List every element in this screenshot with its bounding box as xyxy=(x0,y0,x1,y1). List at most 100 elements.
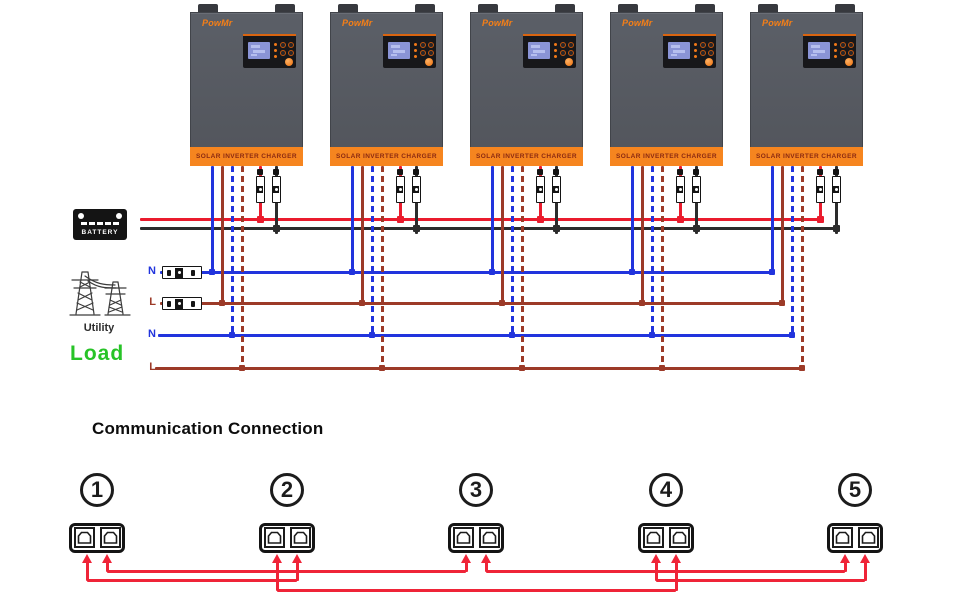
panel-button xyxy=(288,50,294,56)
fuse-terminal xyxy=(833,169,839,175)
junction-utility-line xyxy=(779,300,785,306)
inverter-display xyxy=(803,34,856,68)
panel-button xyxy=(420,50,426,56)
junction-load-line xyxy=(239,365,245,371)
fuse-terminal xyxy=(537,169,543,175)
breaker-band xyxy=(175,298,183,309)
wire-ac-out-line xyxy=(240,166,244,370)
panel-button xyxy=(420,42,426,48)
panel-accent-stripe xyxy=(243,34,296,36)
wire-ac-out-line xyxy=(660,166,664,370)
band-label: SOLAR INVERTER CHARGER xyxy=(616,153,717,160)
junction-load-line xyxy=(659,365,665,371)
panel-button xyxy=(848,50,854,56)
fuse-band xyxy=(537,186,543,193)
fuse-dot xyxy=(694,188,698,191)
fuse-dot xyxy=(274,188,278,191)
panel-button xyxy=(428,42,434,48)
junction-load-line xyxy=(799,365,805,371)
lcd-screen xyxy=(528,42,550,59)
panel-button xyxy=(708,50,714,56)
wire-ac-in-line xyxy=(640,166,644,305)
rj45-jack-icon xyxy=(482,531,496,544)
comm-unit-number: 3 xyxy=(459,473,493,507)
band-label: SOLAR INVERTER CHARGER xyxy=(756,153,857,160)
comm-unit-number: 1 xyxy=(80,473,114,507)
wire-ac-out-neutral xyxy=(650,166,654,337)
fuse-terminal xyxy=(413,169,419,175)
bus-load-neutral xyxy=(158,333,792,337)
comm-unit-number: 2 xyxy=(270,473,304,507)
arrow-up-icon xyxy=(461,554,471,563)
inverter-body xyxy=(470,12,583,147)
junction-battery-negative xyxy=(412,224,420,232)
rj45-jack-icon xyxy=(293,531,307,544)
junction-utility-neutral xyxy=(349,269,355,275)
comm-unit-number: 5 xyxy=(838,473,872,507)
fuse-dot xyxy=(258,188,262,191)
mounting-tab-icon xyxy=(695,4,715,13)
rj45-port-right xyxy=(668,527,690,548)
lcd-screen xyxy=(248,42,270,59)
lcd-graphic xyxy=(251,45,260,48)
mounting-tab-icon xyxy=(338,4,358,13)
arrow-up-icon xyxy=(272,554,282,563)
dc-fuse xyxy=(255,169,265,207)
power-button xyxy=(845,58,853,66)
comm-cable-drop xyxy=(105,561,109,572)
junction-load-line xyxy=(519,365,525,371)
comm-cable-drop xyxy=(843,561,847,572)
mounting-tab-icon xyxy=(618,4,638,13)
inverter-display xyxy=(523,34,576,68)
junction-battery-positive xyxy=(256,215,264,223)
dc-fuse xyxy=(395,169,405,207)
inverter-body xyxy=(190,12,303,147)
battery-label: BATTERY xyxy=(81,229,119,236)
junction-load-neutral xyxy=(369,332,375,338)
junction-utility-line xyxy=(219,300,225,306)
panel-button xyxy=(560,50,566,56)
inverter-band: SOLAR INVERTER CHARGER xyxy=(330,147,443,166)
wire-ac-in-neutral xyxy=(350,166,354,274)
fuse-band xyxy=(833,186,839,193)
comm-cable-drop xyxy=(484,561,488,572)
mounting-tab-icon xyxy=(415,4,435,13)
comm-cable xyxy=(486,569,845,573)
power-button xyxy=(425,58,433,66)
wire-ac-out-line xyxy=(380,166,384,370)
rj45-port-right xyxy=(289,527,311,548)
wire-ac-in-neutral xyxy=(770,166,774,274)
dc-fuse xyxy=(411,169,421,207)
wire-ac-out-neutral xyxy=(510,166,514,337)
breaker-band xyxy=(175,267,183,278)
indicator-led-icon xyxy=(414,55,417,58)
fuse-band xyxy=(677,186,683,193)
wire-ac-out-line xyxy=(800,166,804,370)
rj45-port-right xyxy=(99,527,121,548)
fuse-dot xyxy=(414,188,418,191)
junction-battery-positive xyxy=(816,215,824,223)
panel-accent-stripe xyxy=(803,34,856,36)
panel-button xyxy=(700,50,706,56)
bus-utility-line xyxy=(160,301,782,305)
lcd-screen xyxy=(668,42,690,59)
fuse-dot xyxy=(398,188,402,191)
junction-battery-negative xyxy=(272,224,280,232)
junction-battery-positive xyxy=(396,215,404,223)
inverter-band: SOLAR INVERTER CHARGER xyxy=(610,147,723,166)
comm-cable-drop xyxy=(674,561,678,591)
arrow-up-icon xyxy=(82,554,92,563)
fuse-terminal xyxy=(397,169,403,175)
fuse-terminal xyxy=(677,169,683,175)
dc-fuse xyxy=(815,169,825,207)
comm-unit-number: 4 xyxy=(649,473,683,507)
rj45-jack-icon xyxy=(267,531,281,544)
indicator-led-icon xyxy=(554,49,557,52)
junction-battery-negative xyxy=(832,224,840,232)
indicator-led-icon xyxy=(274,49,277,52)
indicator-led-icon xyxy=(834,55,837,58)
junction-utility-line xyxy=(359,300,365,306)
fuse-terminal xyxy=(257,169,263,175)
